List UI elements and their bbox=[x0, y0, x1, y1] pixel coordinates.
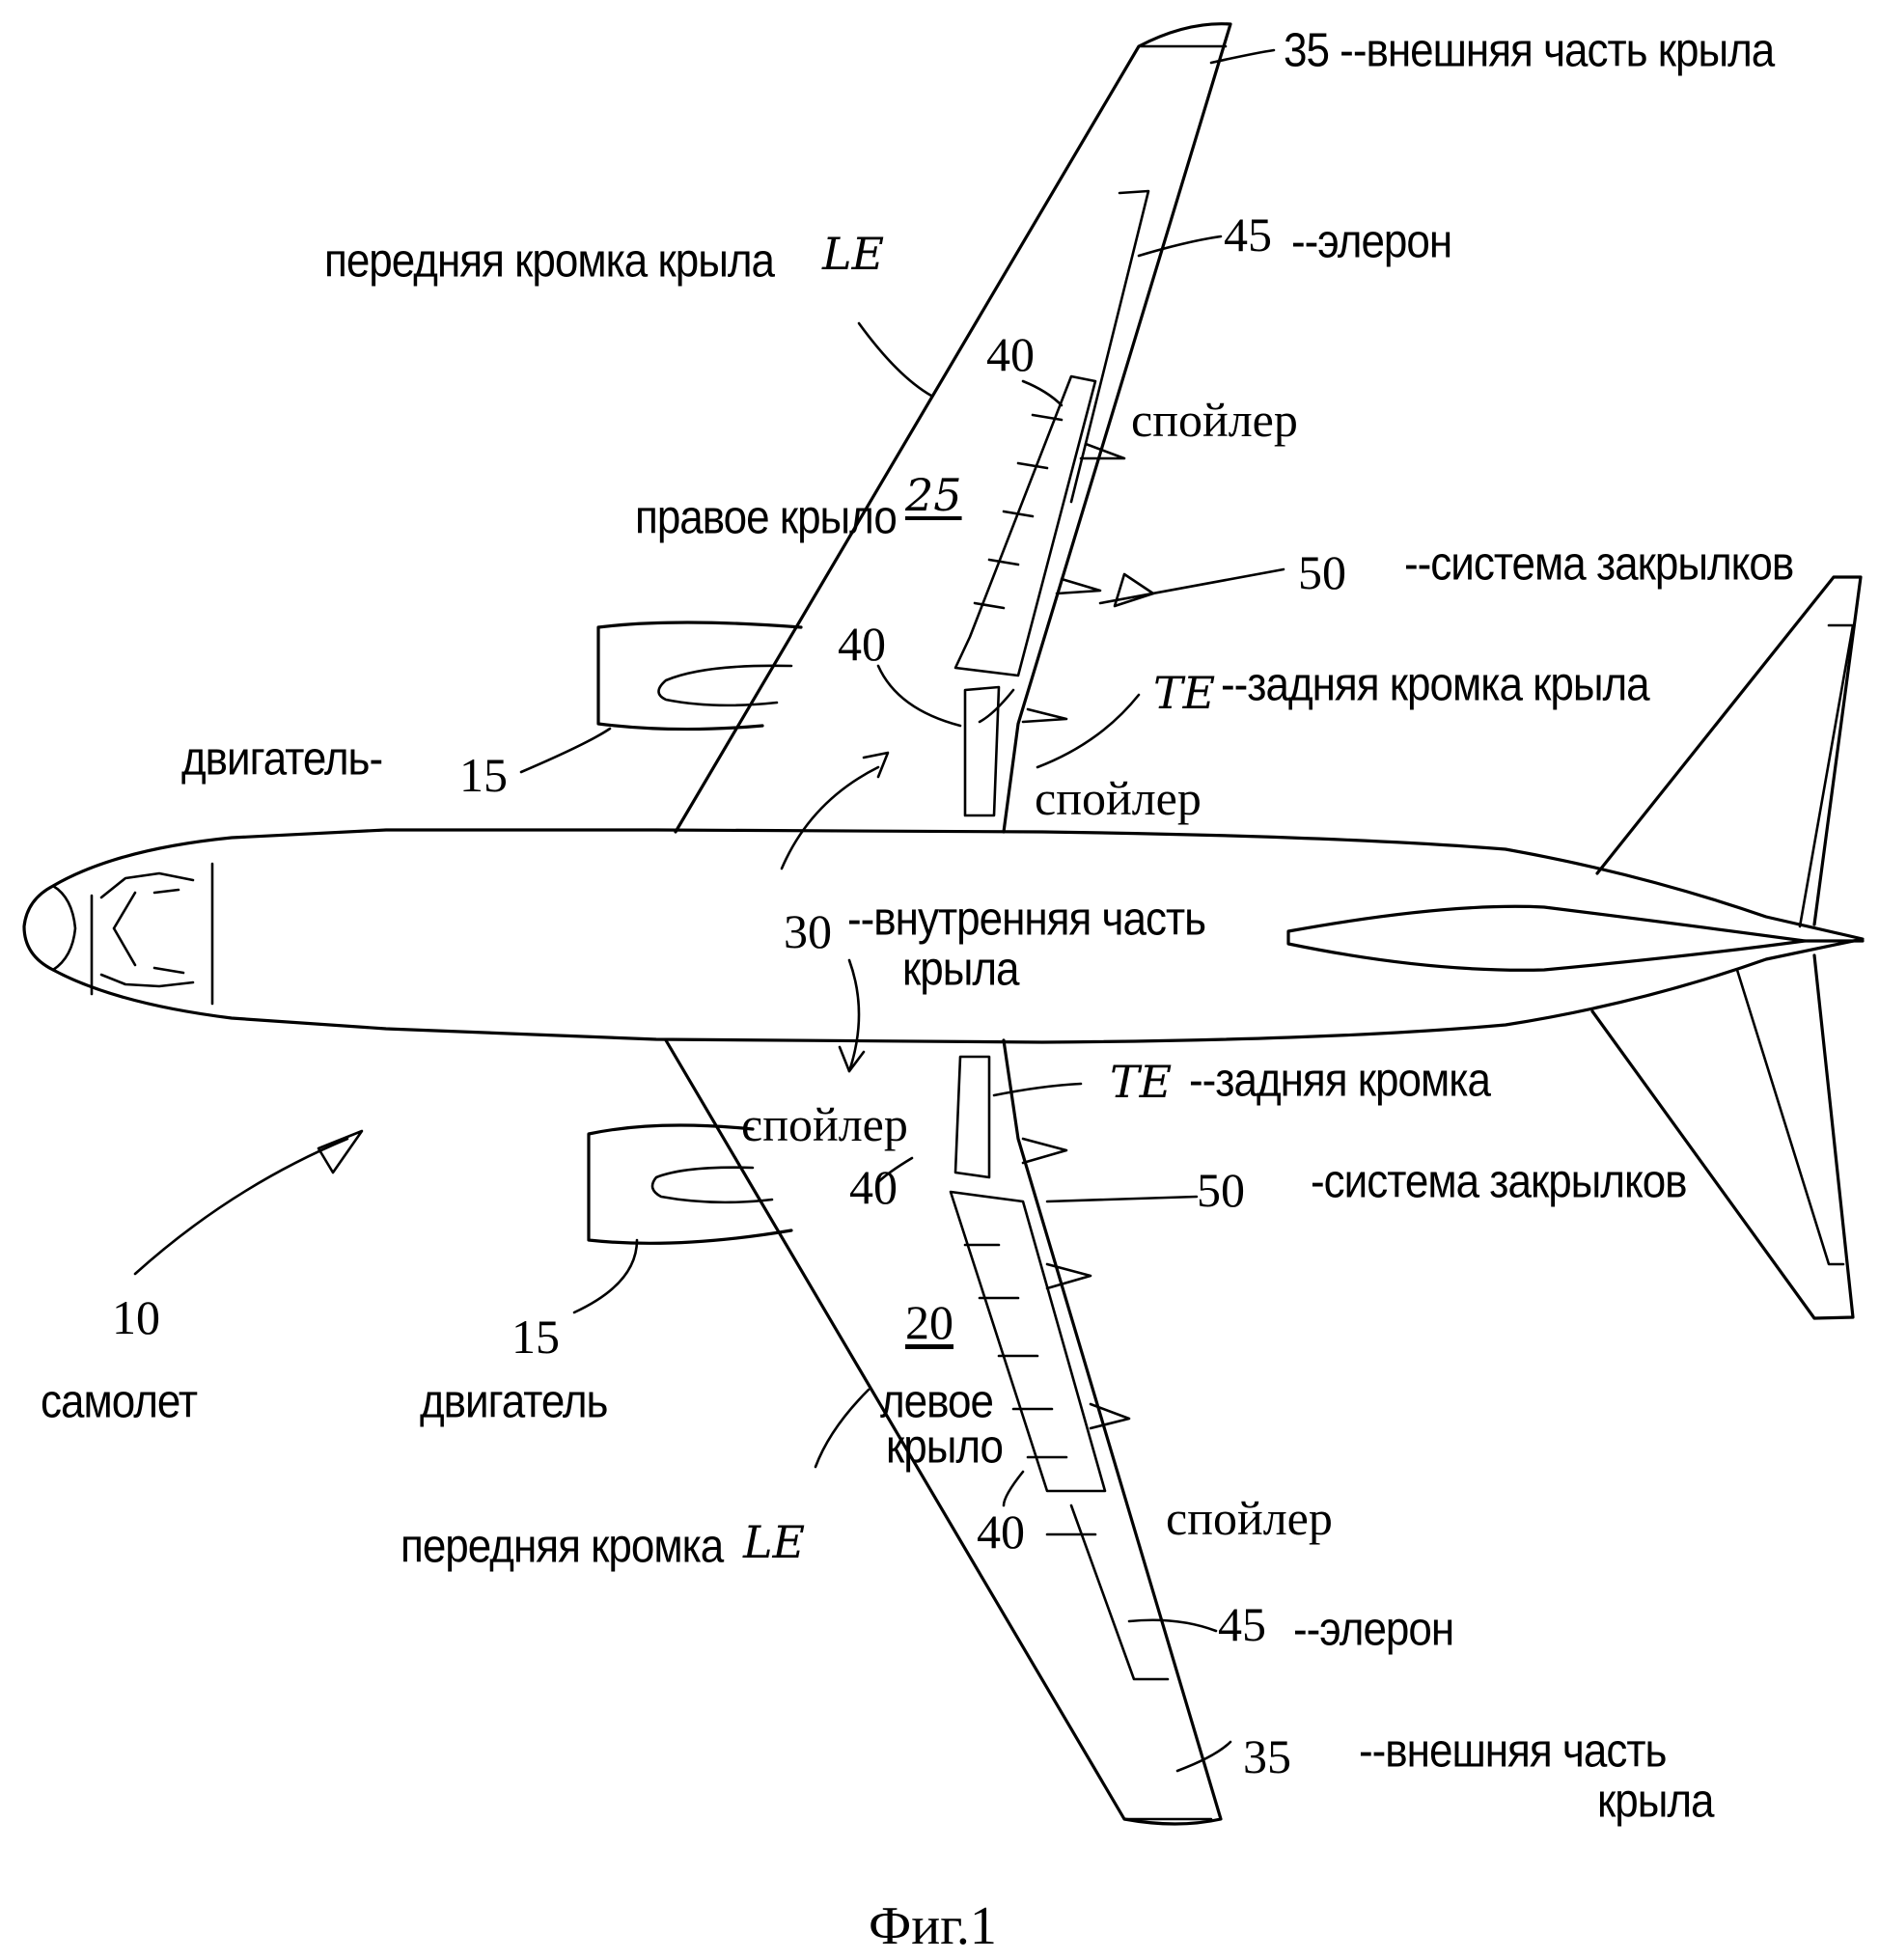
label-outer-wing-bottom-number: 35 bbox=[1243, 1732, 1291, 1781]
label-outer-wing-bottom-line2: крыла bbox=[1597, 1778, 1714, 1825]
label-aileron-bottom-number: 45 bbox=[1218, 1600, 1266, 1648]
label-leading-edge-top-handwritten: LE bbox=[822, 232, 884, 276]
label-outer-wing-top: 35 --внешняя часть крыла bbox=[1284, 27, 1774, 74]
label-left-wing-number: 20 bbox=[905, 1298, 953, 1346]
label-left-wing-line1: левое bbox=[880, 1378, 993, 1425]
label-spoiler-top-b: спойлер bbox=[1035, 774, 1202, 822]
label-inner-wing-line2: крыла bbox=[902, 946, 1019, 993]
label-spoiler-bottom-a-number: 40 bbox=[849, 1163, 898, 1211]
label-spoiler-top-b-number: 40 bbox=[838, 620, 886, 668]
label-airplane: самолет bbox=[41, 1378, 197, 1425]
label-spoiler-top-a-number: 40 bbox=[986, 330, 1035, 378]
label-trailing-edge-bottom-handwritten: TE bbox=[1110, 1060, 1172, 1104]
label-leading-edge-bottom: передняя кромка bbox=[401, 1523, 723, 1570]
label-right-wing: правое крыло bbox=[635, 494, 897, 541]
label-left-wing-line2: крыло bbox=[886, 1423, 1003, 1471]
label-leading-edge-top: передняя кромка крыла bbox=[324, 237, 774, 285]
label-spoiler-bottom-b: спойлер bbox=[1166, 1494, 1333, 1542]
figure-caption: Фиг.1 bbox=[869, 1899, 997, 1953]
label-leading-edge-bottom-handwritten: LE bbox=[743, 1520, 805, 1564]
label-right-wing-number: 25 bbox=[905, 473, 962, 517]
label-inner-wing-number: 30 bbox=[784, 907, 832, 955]
label-inner-wing-line1: --внутренняя часть bbox=[847, 896, 1205, 943]
label-flaps-bottom: -система закрылков bbox=[1311, 1158, 1687, 1205]
label-engine-top: двигатель- bbox=[181, 735, 382, 783]
label-outer-wing-bottom-line1: --внешняя часть bbox=[1359, 1727, 1666, 1775]
label-flaps-top-number: 50 bbox=[1298, 548, 1346, 596]
label-spoiler-bottom-b-number: 40 bbox=[977, 1507, 1025, 1556]
label-spoiler-top-a: спойлер bbox=[1131, 396, 1298, 444]
label-engine-bottom-number: 15 bbox=[511, 1312, 560, 1361]
label-trailing-edge-bottom: --задняя кромка bbox=[1189, 1057, 1490, 1104]
label-aileron-top-number: 45 bbox=[1224, 210, 1272, 259]
label-airplane-number: 10 bbox=[112, 1293, 160, 1341]
label-flaps-bottom-number: 50 bbox=[1197, 1166, 1245, 1214]
label-aileron-top: --элерон bbox=[1291, 218, 1451, 265]
label-flaps-top: --система закрылков bbox=[1404, 540, 1793, 588]
label-engine-top-number: 15 bbox=[459, 751, 508, 799]
label-aileron-bottom: --элерон bbox=[1293, 1606, 1453, 1653]
label-spoiler-bottom-a: спойлер bbox=[741, 1100, 908, 1148]
label-trailing-edge-top-handwritten: TE bbox=[1153, 671, 1215, 715]
label-trailing-edge-top: --задняя кромка крыла bbox=[1221, 661, 1649, 708]
label-engine-bottom: двигатель bbox=[420, 1378, 607, 1425]
